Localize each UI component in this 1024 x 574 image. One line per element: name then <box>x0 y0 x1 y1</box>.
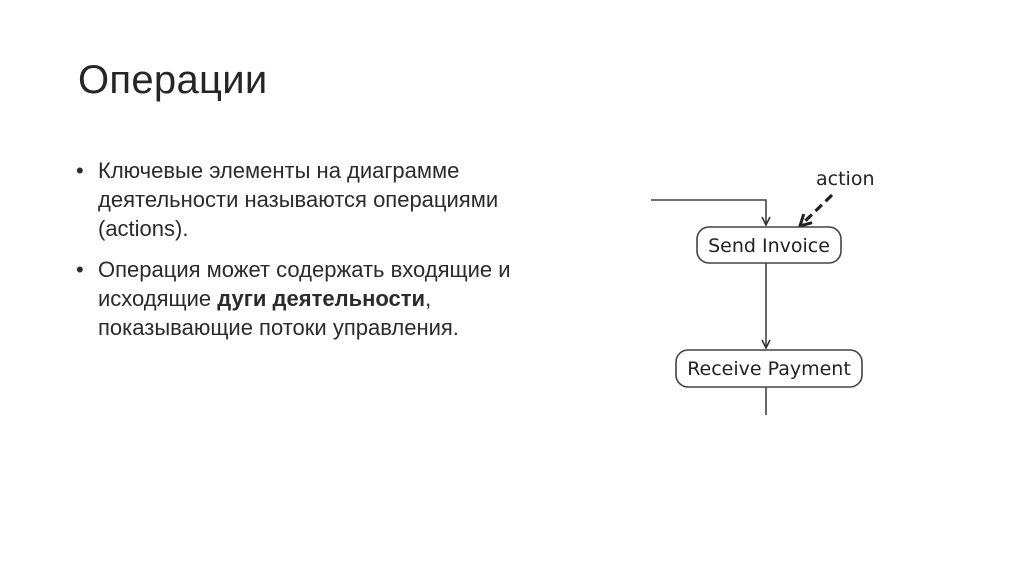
action-node-send-invoice <box>696 226 842 264</box>
action-node-label: Receive Payment <box>687 358 851 380</box>
bullet-item: • Операция может содержать входящие и ис… <box>74 255 544 342</box>
action-node-receive-payment <box>675 349 863 388</box>
annotation-label: action <box>816 168 874 190</box>
incoming-control-flow <box>651 199 766 225</box>
bullet-text: Операция может содержать входящие и исхо… <box>98 257 511 311</box>
bullet-text-after: , показывающие потоки управления. <box>98 286 459 340</box>
bullet-list: • Ключевые элементы на диаграмме деятель… <box>74 156 544 354</box>
annotation-arrow <box>800 193 834 226</box>
slide-title: Операции <box>78 58 268 102</box>
bullet-dot-icon: • <box>76 158 84 183</box>
bullet-bold-term: дуги деятельности <box>217 286 426 311</box>
activity-diagram: action Send Invoice Receive Payment <box>640 155 900 425</box>
bullet-item: • Ключевые элементы на диаграмме деятель… <box>74 156 544 243</box>
activity-diagram-svg: action Send Invoice Receive Payment <box>651 168 874 415</box>
bullet-dot-icon: • <box>76 257 84 282</box>
action-node-label: Send Invoice <box>708 235 830 257</box>
bullet-text: Ключевые элементы на диаграмме деятельно… <box>98 158 499 241</box>
